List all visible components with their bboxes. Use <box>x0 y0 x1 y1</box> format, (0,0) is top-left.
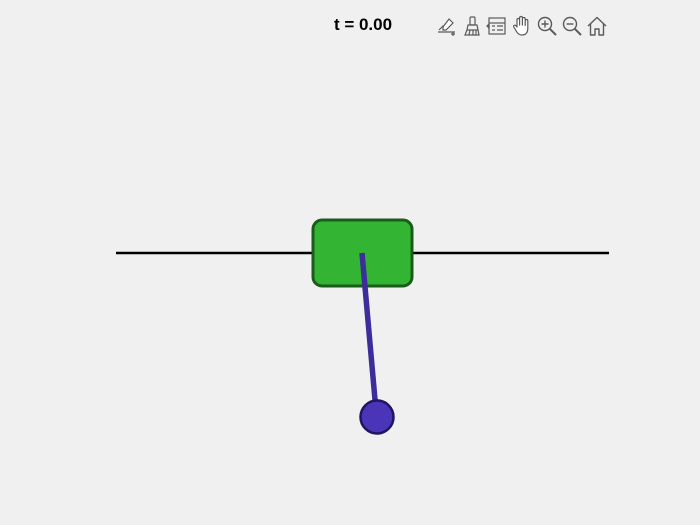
brush-icon <box>463 16 480 36</box>
pendulum-rod <box>359 252 379 412</box>
brush-button[interactable] <box>459 14 484 39</box>
data-tips-button[interactable] <box>434 14 459 39</box>
legend-button[interactable] <box>484 14 509 39</box>
legend-icon <box>485 17 506 35</box>
time-title: t = 0.00 <box>333 15 393 34</box>
home-icon <box>587 16 606 36</box>
pendulum-bob <box>359 399 395 435</box>
pan-button[interactable] <box>509 14 534 39</box>
pan-hand-icon <box>512 15 528 36</box>
zoom-in-icon <box>537 16 557 36</box>
zoom-out-button[interactable] <box>559 14 584 39</box>
zoom-out-icon <box>562 16 582 36</box>
data-tips-icon <box>437 18 455 36</box>
axes-toolbar <box>434 13 609 39</box>
restore-view-button[interactable] <box>584 14 609 39</box>
zoom-in-button[interactable] <box>534 14 559 39</box>
